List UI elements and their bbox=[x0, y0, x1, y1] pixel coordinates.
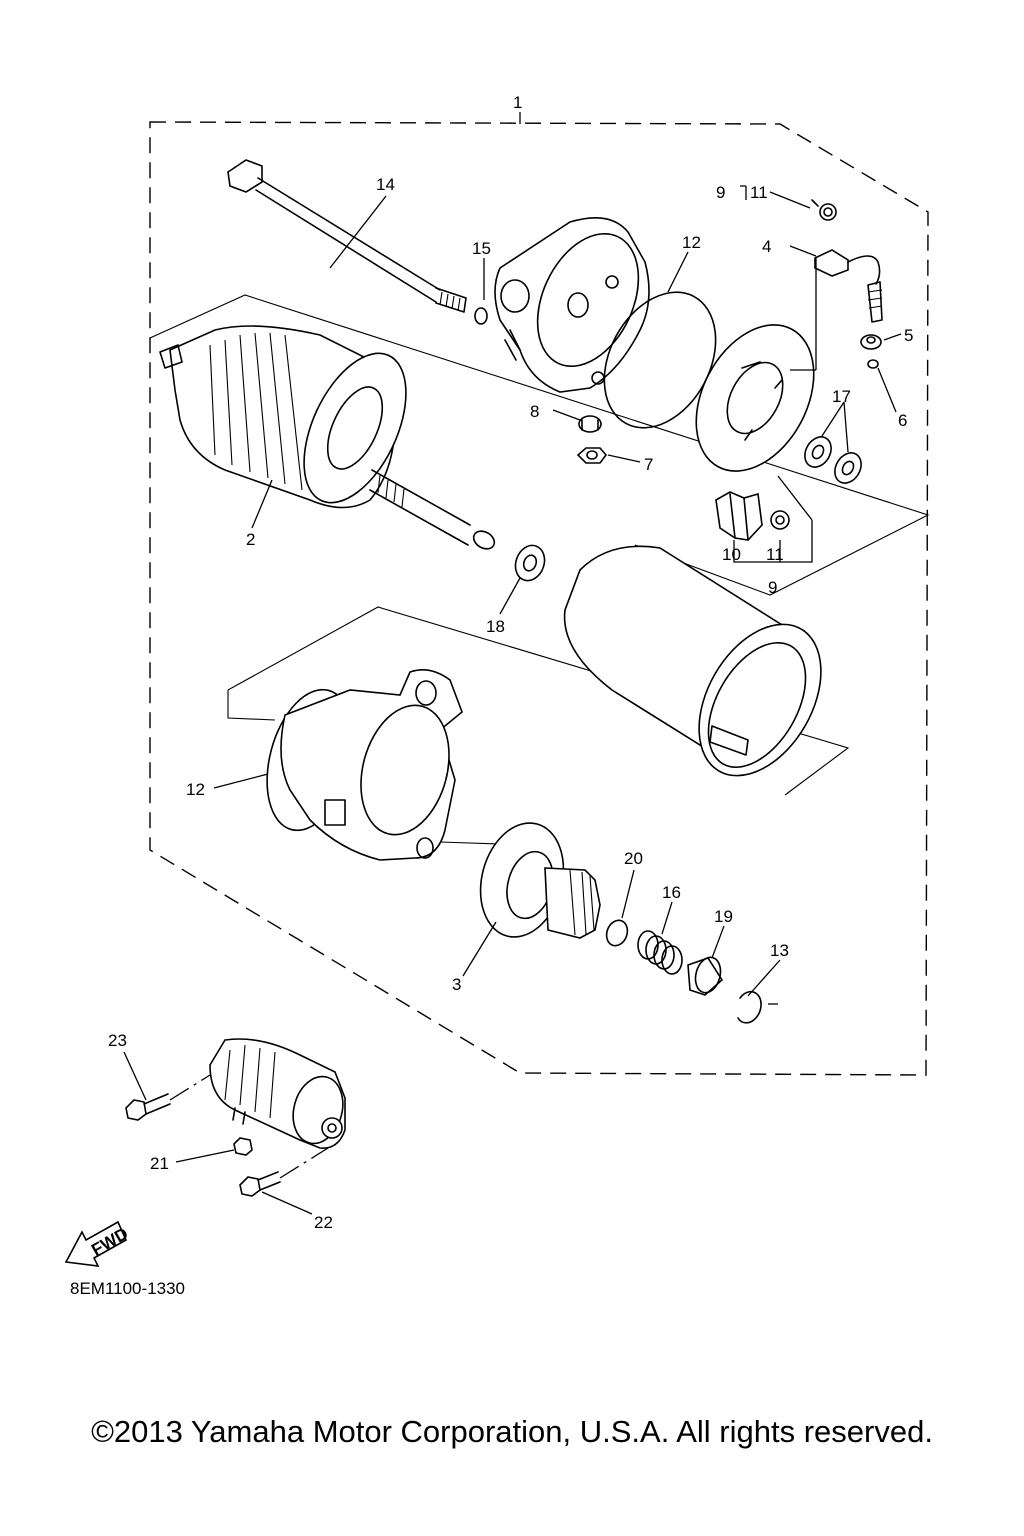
fwd-arrow-icon: FWD bbox=[64, 1220, 131, 1267]
rear-cover bbox=[494, 216, 650, 393]
callout-8: 8 bbox=[530, 402, 539, 421]
callout-22: 22 bbox=[314, 1213, 333, 1232]
brush-lead bbox=[814, 249, 883, 323]
callout-17: 17 bbox=[832, 387, 851, 406]
terminal-nut bbox=[860, 334, 882, 350]
mounting-bolt-22 bbox=[239, 1171, 281, 1197]
armature bbox=[159, 325, 496, 550]
callout-9: 9 bbox=[768, 578, 777, 597]
diagram-code: 8EM1100-1330 bbox=[70, 1279, 185, 1298]
pinion-spring bbox=[637, 930, 683, 975]
assembly-line bbox=[169, 1074, 211, 1101]
callout-2: 2 bbox=[246, 530, 255, 549]
copyright-notice: ©2013 Yamaha Motor Corporation, U.S.A. A… bbox=[91, 1414, 933, 1449]
circlip bbox=[605, 919, 629, 947]
callout-13: 13 bbox=[770, 941, 789, 960]
assembly-line bbox=[279, 1147, 329, 1179]
mounting-nut-21 bbox=[233, 1137, 253, 1156]
insulator bbox=[578, 415, 602, 433]
callout-11-top: 11 bbox=[750, 183, 768, 202]
armature-washer bbox=[514, 544, 546, 582]
brush-plate bbox=[695, 324, 815, 472]
terminal-washer bbox=[867, 359, 879, 369]
callout-12-upper: 12 bbox=[682, 233, 701, 252]
callout-1: 1 bbox=[513, 93, 522, 112]
callout-18: 18 bbox=[486, 617, 505, 636]
callout-10: 10 bbox=[722, 545, 741, 564]
callout-14: 14 bbox=[376, 175, 395, 194]
assembly-boundary bbox=[149, 121, 929, 1076]
front-cover bbox=[266, 669, 463, 861]
callout-4: 4 bbox=[762, 237, 771, 256]
callout-9-top: 9 bbox=[716, 183, 725, 202]
callout-16: 16 bbox=[662, 883, 681, 902]
thrust-washers bbox=[804, 436, 862, 484]
armature-subassembly-plate bbox=[149, 294, 930, 596]
callout-11: 11 bbox=[766, 545, 784, 564]
stopper-collar bbox=[687, 956, 724, 996]
yoke bbox=[563, 545, 822, 777]
callout-21: 21 bbox=[150, 1154, 169, 1173]
callout-19: 19 bbox=[714, 907, 733, 926]
leader-lines bbox=[123, 185, 902, 1215]
pinion-clutch bbox=[479, 822, 601, 939]
callout-6: 6 bbox=[898, 411, 907, 430]
hex-nut bbox=[576, 447, 608, 464]
callout-23: 23 bbox=[108, 1031, 127, 1050]
callout-5: 5 bbox=[904, 326, 913, 345]
brush-spring bbox=[770, 510, 790, 530]
callout-12-lower: 12 bbox=[186, 780, 205, 799]
o-ring bbox=[474, 307, 488, 325]
callout-20: 20 bbox=[624, 849, 643, 868]
callout-15: 15 bbox=[472, 239, 491, 258]
through-bolt bbox=[227, 159, 467, 313]
callout-3: 3 bbox=[452, 975, 461, 994]
starter-motor-assembly bbox=[209, 1038, 346, 1149]
mounting-bolt-23 bbox=[125, 1093, 171, 1121]
snap-ring bbox=[737, 990, 762, 1024]
callout-7: 7 bbox=[644, 455, 653, 474]
brush bbox=[715, 491, 763, 541]
brush-spring-top bbox=[811, 199, 837, 221]
